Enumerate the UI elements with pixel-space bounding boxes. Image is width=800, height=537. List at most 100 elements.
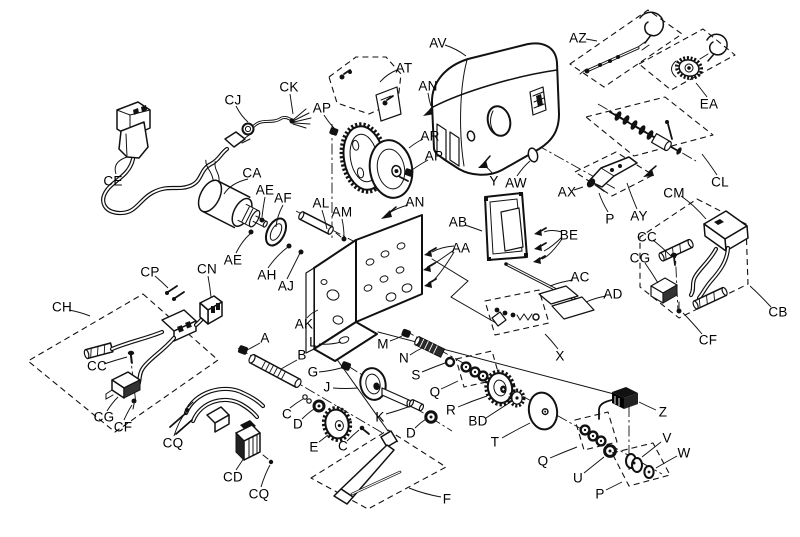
part-label-E: E xyxy=(309,440,318,455)
grommet-aw xyxy=(527,147,539,163)
part-label-AZ: AZ xyxy=(569,31,587,46)
gear-r xyxy=(484,369,516,407)
main-frame-ak xyxy=(305,206,437,362)
screw-arrow-an-2 xyxy=(381,206,397,219)
ferrule-tube xyxy=(83,342,114,360)
part-label-AX: AX xyxy=(558,185,576,200)
screw-cf-1 xyxy=(131,398,137,404)
part-label-AM: AM xyxy=(332,205,353,220)
screw-ae-1 xyxy=(259,217,265,223)
part-label-C-1: C xyxy=(282,407,292,422)
switch-cg-1 xyxy=(105,371,141,400)
frayed-wire-ends xyxy=(289,108,312,129)
part-label-CG-1: CG xyxy=(94,410,115,425)
part-label-N: N xyxy=(399,351,409,366)
part-label-Y: Y xyxy=(489,174,498,189)
rotor-disc-ar xyxy=(368,139,414,199)
washer-s xyxy=(444,356,456,368)
drive-shaft-train xyxy=(237,345,370,442)
screw-ae-2 xyxy=(248,229,254,235)
part-label-CP: CP xyxy=(140,265,159,280)
part-label-BE: BE xyxy=(560,228,578,243)
pulley-w xyxy=(643,465,655,479)
part-label-CE: CE xyxy=(103,174,122,189)
pulley-box-p-2 xyxy=(611,442,671,487)
part-label-CM: CM xyxy=(663,186,684,201)
part-label-AV: AV xyxy=(429,36,446,51)
part-label-BD: BD xyxy=(468,414,487,429)
threaded-shaft-n xyxy=(414,336,446,358)
nut-ap-1 xyxy=(329,127,339,136)
switch-cm xyxy=(703,210,749,252)
screws-cp xyxy=(165,285,185,301)
part-label-F: F xyxy=(443,492,451,507)
wheel-j xyxy=(359,367,387,401)
shift-lever-kit-f xyxy=(310,429,447,510)
hook-cable-kit-az xyxy=(569,9,683,88)
screw-cc-2 xyxy=(670,252,678,266)
shaft-kit-cl xyxy=(585,96,714,157)
part-label-AN-1: AN xyxy=(418,79,437,94)
cover-foot xyxy=(436,123,447,161)
switch-bracket-kit-cb xyxy=(639,198,749,319)
disc-t xyxy=(527,391,559,431)
part-label-CD: CD xyxy=(223,470,243,485)
part-label-CN: CN xyxy=(197,262,217,277)
bearing-ring-af xyxy=(264,217,288,247)
ferrule-rod xyxy=(658,238,694,262)
part-label-CH: CH xyxy=(52,300,72,315)
part-label-P-2: P xyxy=(595,487,604,502)
part-label-Z: Z xyxy=(659,405,667,420)
cover-hole xyxy=(486,105,512,137)
part-label-M: M xyxy=(377,337,388,352)
nut-m xyxy=(401,328,411,338)
part-label-AJ: AJ xyxy=(278,279,294,294)
part-label-AR: AR xyxy=(420,129,439,144)
part-label-CC-2: CC xyxy=(637,230,657,245)
part-label-L: L xyxy=(309,335,317,350)
part-label-AB: AB xyxy=(449,215,467,230)
fan-rotor-assembly xyxy=(328,56,438,199)
part-label-CK: CK xyxy=(279,80,298,95)
part-label-AT: AT xyxy=(396,61,413,76)
flat-brackets-ad xyxy=(538,285,595,320)
bracket-cg-2 xyxy=(650,277,678,304)
hook-pulley-kit-ea xyxy=(638,28,736,91)
part-label-A: A xyxy=(260,331,269,346)
part-label-AW: AW xyxy=(505,176,527,191)
harness-connector xyxy=(161,309,197,342)
part-label-AE-2: AE xyxy=(224,253,242,268)
part-label-AY: AY xyxy=(630,209,647,224)
ferrule-rod xyxy=(692,286,728,310)
part-label-AA: AA xyxy=(452,241,470,256)
power-cord-assembly xyxy=(101,101,312,216)
part-label-CG-2: CG xyxy=(630,251,651,266)
part-label-U: U xyxy=(573,471,583,486)
part-label-X: X xyxy=(555,349,564,364)
part-label-CL: CL xyxy=(711,175,729,190)
brush-assembly xyxy=(169,386,274,465)
part-label-AC: AC xyxy=(570,270,589,285)
part-label-J: J xyxy=(324,380,331,395)
worm-shaft-b xyxy=(248,354,302,388)
part-label-EA: EA xyxy=(700,97,718,112)
part-label-CC-1: CC xyxy=(87,359,107,374)
part-label-AP-2: AP xyxy=(425,149,443,164)
screw-cf-2 xyxy=(676,308,682,314)
pulley-v xyxy=(625,453,643,473)
screw-cc-1 xyxy=(127,350,135,364)
part-label-CQ-1: CQ xyxy=(163,436,184,451)
rod-al xyxy=(298,211,334,235)
part-label-CQ-2: CQ xyxy=(249,487,270,502)
pin-k xyxy=(408,399,425,412)
part-label-AD: AD xyxy=(603,287,622,302)
part-label-G: G xyxy=(308,365,319,380)
part-label-V: V xyxy=(662,431,671,446)
screw-cq-2 xyxy=(268,459,274,465)
part-label-AF: AF xyxy=(274,191,292,206)
part-label-D-1: D xyxy=(293,417,303,432)
part-label-P-1: P xyxy=(605,212,614,227)
part-label-D-2: D xyxy=(406,426,416,441)
